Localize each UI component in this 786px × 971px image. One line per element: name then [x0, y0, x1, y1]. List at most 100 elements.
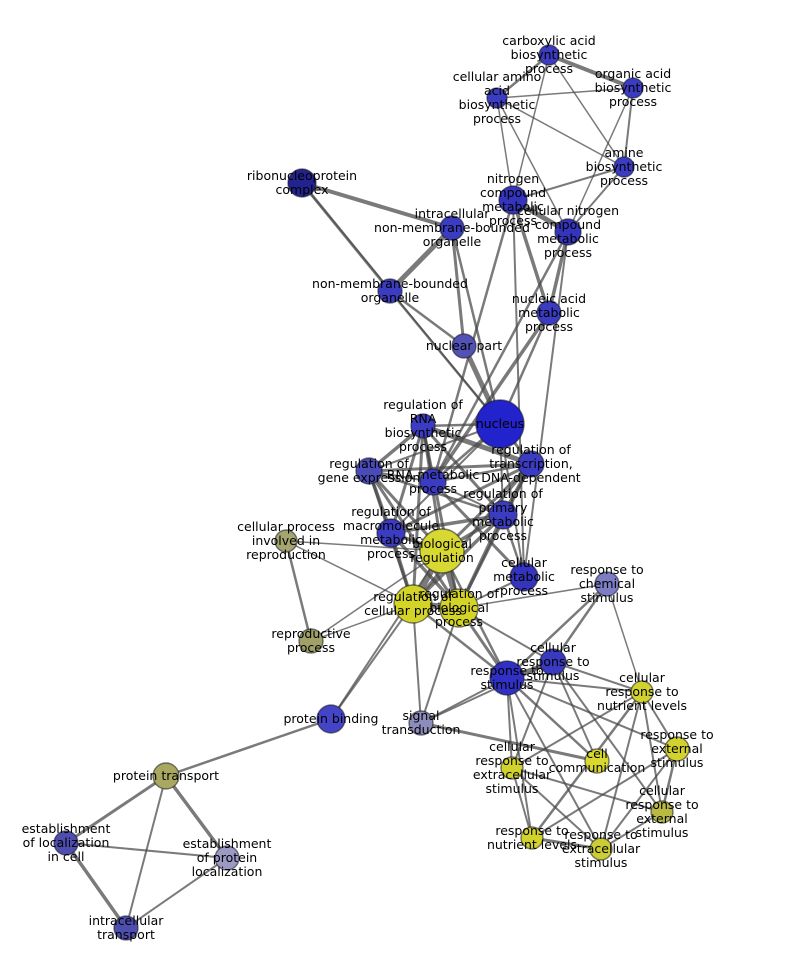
- nodes-layer: carboxylic acid biosynthetic process orga…: [53, 44, 690, 941]
- edge-respstim--commu: [505, 676, 599, 763]
- edge-respextra--cellrespext: [600, 811, 663, 850]
- edge-respchem--cellrespnut: [606, 583, 643, 693]
- node-protrans[interactable]: protein transport: [152, 762, 180, 790]
- node-carb[interactable]: carboxylic acid biosynthetic process: [538, 44, 560, 66]
- edge-regtrans--rna: [431, 462, 533, 484]
- edge-cellrepro--regcell: [285, 540, 414, 605]
- node-estloc[interactable]: establishment of localization in cell: [53, 830, 79, 856]
- edge-amino--nitro: [496, 97, 514, 201]
- edge-nmborg--nuclearpart: [388, 289, 466, 348]
- node-estprot[interactable]: establishment of protein localization: [214, 845, 240, 871]
- node-regrna[interactable]: regulation of RNA biosynthetic process: [410, 413, 436, 439]
- edge-nitro--nucacid: [511, 198, 551, 315]
- node-bioreg[interactable]: biological regulation: [419, 528, 465, 574]
- edge-respstim--cellrespnut: [506, 677, 643, 693]
- edge-sigtrans--regbio: [420, 607, 460, 724]
- node-probind[interactable]: protein binding: [316, 704, 346, 734]
- edge-cellrespextra--respextra: [511, 767, 602, 850]
- edge-regrna--regcell: [411, 424, 425, 606]
- node-respchem[interactable]: response to chemical stimulus: [594, 571, 620, 597]
- node-repro[interactable]: reproductive process: [298, 628, 324, 654]
- edge-nitro--cellmet: [512, 199, 525, 578]
- node-cellmet[interactable]: cellular metabolic process: [509, 562, 539, 592]
- edge-respext--respnut: [531, 748, 678, 839]
- edge-amine--cnitro: [567, 166, 625, 233]
- edge-cellrespnut--cellrespextra: [511, 691, 643, 769]
- node-cellrepro[interactable]: cellular process involved in reproductio…: [274, 529, 298, 553]
- edge-cellrespstim--commu: [552, 661, 598, 762]
- edge-cellrespstim--sigtrans: [420, 661, 554, 724]
- edge-respstim--respchem: [505, 582, 609, 680]
- node-ribo[interactable]: ribonucleoprotein complex: [287, 168, 317, 198]
- node-cellrespstim[interactable]: cellular response to stimulus: [539, 648, 567, 676]
- edge-amine--nitro: [512, 166, 625, 201]
- node-regbio[interactable]: regulation of biological process: [439, 588, 479, 628]
- edge-respstim--regcell: [411, 602, 509, 680]
- node-intratrans[interactable]: intracellular transport: [113, 915, 139, 941]
- node-rna[interactable]: RNA metabolic process: [419, 468, 447, 496]
- edge-cellrespstim--cellrespnut: [552, 661, 643, 693]
- node-commu[interactable]: cell communication: [584, 748, 610, 774]
- edge-cellrespnut--respextra: [600, 691, 643, 850]
- edge-cellrespextra--respnut: [511, 767, 533, 839]
- edge-cnitro--nucacid: [547, 230, 570, 315]
- edge-commu--sigtrans: [419, 721, 599, 763]
- node-nitro[interactable]: nitrogen compound metabolic process: [498, 185, 528, 215]
- node-org[interactable]: organic acid biosynthetic process: [622, 77, 644, 99]
- node-nuclearpart[interactable]: nuclear part: [451, 333, 477, 359]
- node-cellrespnut[interactable]: cellular response to nutrient levels: [630, 680, 654, 704]
- edge-ribo--intraorg: [300, 181, 454, 230]
- edge-cnitro--cellmet: [523, 231, 569, 578]
- edge-cellrespextra--cellrespext: [511, 767, 663, 813]
- node-sigtrans[interactable]: signal transduction: [408, 710, 434, 736]
- node-regprimary[interactable]: regulation of primary metabolic process: [488, 500, 518, 530]
- edge-probind--bioreg: [330, 550, 443, 720]
- edge-carb--org: [547, 53, 635, 90]
- node-amine[interactable]: amine biosynthetic process: [613, 156, 635, 178]
- edge-amino--cnitro: [496, 97, 569, 233]
- node-regtrans[interactable]: regulation of transcription, DNA-depende…: [517, 450, 545, 478]
- edges-layer: [64, 53, 679, 930]
- node-regcell[interactable]: regulation of cellular process: [393, 584, 433, 624]
- edge-regprimary--regmacro: [389, 513, 505, 535]
- node-respstim[interactable]: response to stimulus: [489, 660, 525, 696]
- edge-probind--protrans: [164, 717, 333, 778]
- node-intraorg[interactable]: intracellular non-membrane-bounded organ…: [439, 215, 465, 241]
- node-respnut[interactable]: response to nutrient levels: [520, 826, 544, 850]
- node-regmacro[interactable]: regulation of macromolecule metabolic pr…: [376, 518, 406, 548]
- edge-cellrespstim--respchem: [551, 582, 609, 664]
- node-cellrespextra[interactable]: cellular response to extracellular stimu…: [500, 756, 524, 780]
- node-nucleus[interactable]: nucleus: [475, 399, 525, 449]
- edge-repro--bioreg: [310, 550, 443, 642]
- edge-probind--regcell: [330, 603, 414, 720]
- edge-respchem--regbio: [458, 583, 608, 609]
- edge-sigtrans--regcell: [412, 603, 422, 724]
- edge-intraorg--nmborg: [387, 225, 455, 294]
- edge-org--cnitro: [567, 87, 634, 233]
- node-reggene[interactable]: regulation of gene expression: [355, 457, 383, 485]
- edge-carb--amino: [495, 53, 551, 100]
- edge-estloc--estprot: [65, 842, 228, 859]
- node-cellrespext[interactable]: cellular response to external stimulus: [650, 800, 674, 824]
- edge-regrna--regprimary: [421, 424, 505, 517]
- node-amino[interactable]: cellular amino acid biosynthetic process: [486, 87, 508, 109]
- edge-regtrans--reggene: [367, 462, 533, 473]
- edge-cellrepro--bioreg: [285, 540, 443, 552]
- node-nucacid[interactable]: nucleic acid metabolic process: [536, 300, 562, 326]
- edge-nmborg--nucleus: [388, 289, 502, 426]
- node-cnitro[interactable]: cellular nitrogen compound metabolic pro…: [554, 218, 582, 246]
- edge-protrans--estprot: [164, 774, 229, 860]
- edge-nucacid--rna: [431, 311, 551, 484]
- edge-cellrespstim--cellrespextra: [511, 661, 554, 769]
- node-respextra[interactable]: response to extracellular stimulus: [589, 837, 613, 861]
- edge-estloc--intratrans: [64, 841, 128, 930]
- node-respext[interactable]: response to external stimulus: [664, 736, 690, 762]
- edge-carb--nitro: [512, 54, 550, 201]
- edge-respext--respextra: [600, 748, 678, 850]
- edge-intraorg--nuclearpart: [450, 226, 466, 348]
- edge-respstim--respextra: [506, 677, 602, 850]
- edge-protrans--intratrans: [125, 775, 167, 929]
- node-nmborg[interactable]: non-membrane-bounded organelle: [377, 278, 403, 304]
